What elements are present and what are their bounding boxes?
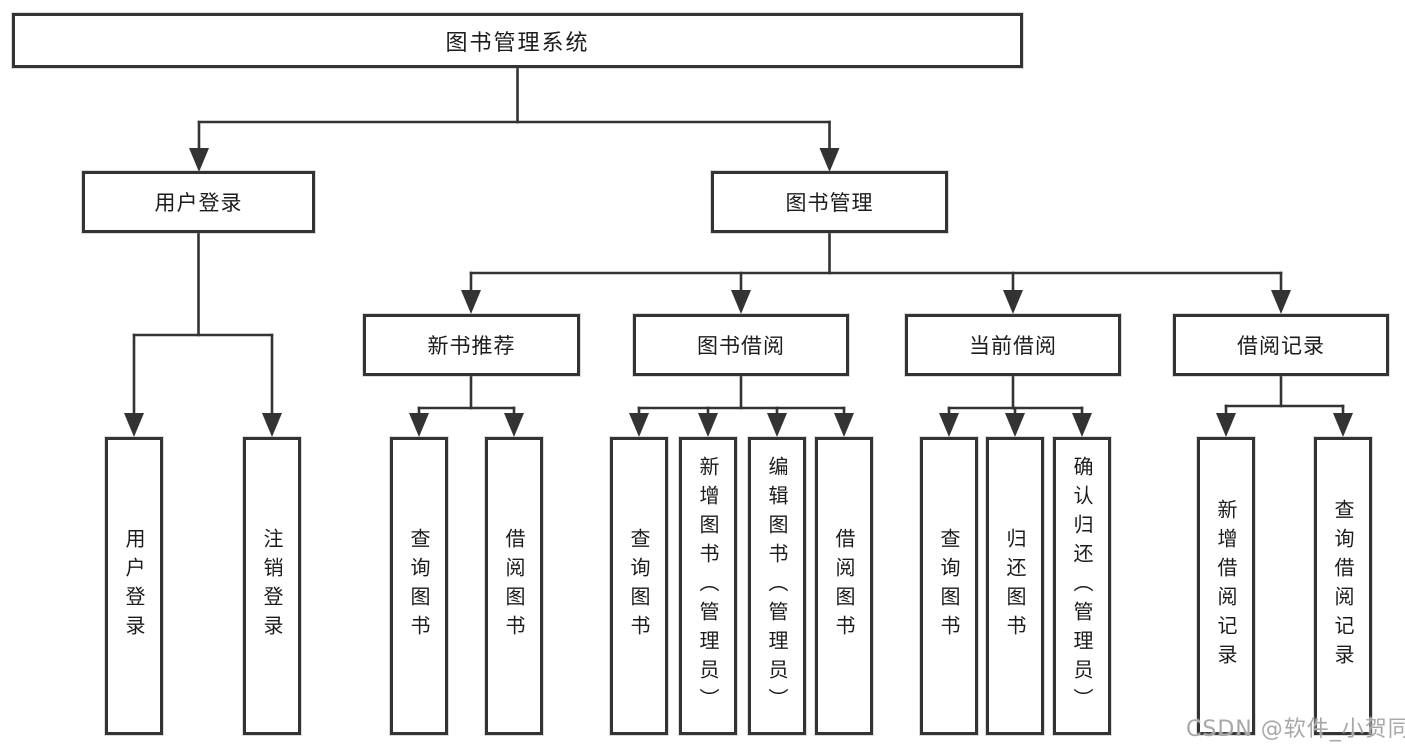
leaf-logout: 注销登录 (243, 437, 301, 735)
node-current-borrow: 当前借阅 (905, 314, 1121, 376)
leaf-return-book: 归还图书 (986, 437, 1044, 735)
leaf-label: 新增图书（管理员） (696, 455, 720, 717)
leaf-label: 编辑图书（管理员） (765, 455, 789, 717)
leaf-borrow-book: 借阅图书 (815, 437, 873, 735)
node-new-book-recommend: 新书推荐 (363, 314, 580, 376)
leaf-label: 查询借阅记录 (1331, 499, 1355, 673)
leaf-query-borrow-record: 查询借阅记录 (1314, 437, 1372, 735)
node-library-management-system: 图书管理系统 (12, 13, 1023, 68)
node-label: 图书管理系统 (445, 30, 590, 56)
leaf-label: 查询图书 (937, 528, 961, 644)
node-borrow-records: 借阅记录 (1173, 314, 1389, 376)
leaf-label: 借阅图书 (832, 528, 856, 644)
watermark: CSDN @软件_小贺同学 (1186, 717, 1405, 742)
leaf-label: 用户登录 (122, 528, 146, 644)
leaf-label: 归还图书 (1003, 528, 1027, 644)
leaf-label: 查询图书 (627, 528, 651, 644)
leaf-query-book-recommend: 查询图书 (390, 437, 448, 735)
node-label: 图书管理 (785, 191, 874, 215)
leaf-confirm-return-admin: 确认归还（管理员） (1053, 437, 1111, 735)
node-label: 当前借阅 (969, 334, 1057, 358)
leaf-label: 新增借阅记录 (1214, 499, 1238, 673)
leaf-add-book-admin: 新增图书（管理员） (679, 437, 737, 735)
node-user-login: 用户登录 (82, 171, 315, 233)
leaf-label: 确认归还（管理员） (1070, 455, 1094, 717)
leaf-query-book-current: 查询图书 (920, 437, 978, 735)
leaf-label: 注销登录 (260, 528, 284, 644)
leaf-label: 查询图书 (407, 528, 431, 644)
leaf-query-book-borrow: 查询图书 (610, 437, 668, 735)
leaf-add-borrow-record: 新增借阅记录 (1197, 437, 1255, 735)
node-label: 新书推荐 (427, 334, 516, 358)
node-book-management: 图书管理 (711, 171, 948, 233)
node-label: 图书借阅 (697, 334, 785, 358)
node-label: 用户登录 (154, 191, 243, 215)
leaf-edit-book-admin: 编辑图书（管理员） (748, 437, 806, 735)
leaf-user-login: 用户登录 (105, 437, 163, 735)
node-label: 借阅记录 (1237, 334, 1325, 358)
leaf-label: 借阅图书 (502, 528, 526, 644)
node-book-borrow: 图书借阅 (633, 314, 849, 376)
leaf-borrow-book-recommend: 借阅图书 (485, 437, 543, 735)
